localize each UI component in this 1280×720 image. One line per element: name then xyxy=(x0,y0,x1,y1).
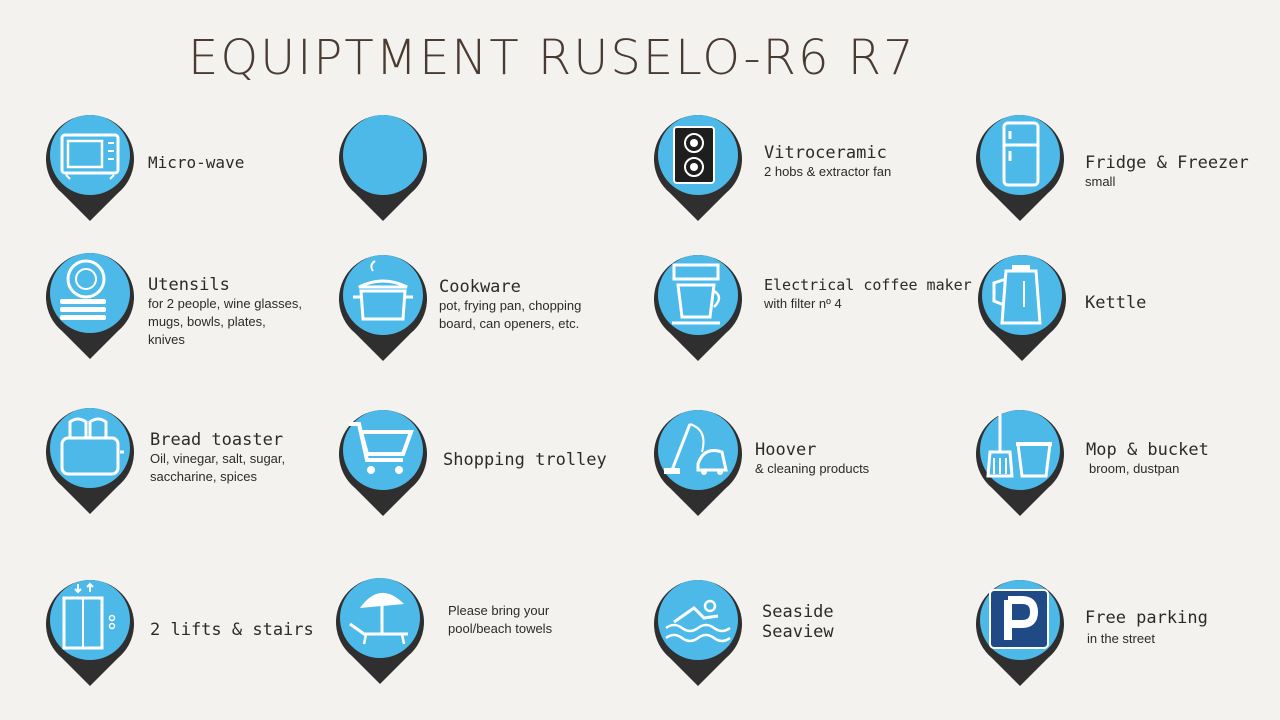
microwave-icon xyxy=(40,105,140,225)
amenity-detail: 2 hobs & extractor fan xyxy=(764,164,892,179)
vacuum-cleaner-icon xyxy=(648,400,748,520)
amenity-heading: 2 lifts & stairs xyxy=(150,620,314,640)
amenity-microwave: Micro-wave xyxy=(40,105,340,235)
amenity-vitroceramic: Vitroceramic 2 hobs & extractor fan xyxy=(648,105,948,235)
amenity-heading: Micro-wave xyxy=(148,153,245,172)
mop-bucket-icon xyxy=(970,400,1070,520)
amenity-heading: Utensils xyxy=(148,275,230,295)
amenity-detail: saccharine, spices xyxy=(150,469,257,484)
beach-umbrella-icon xyxy=(330,568,430,688)
dishes-icon xyxy=(40,243,140,363)
elevator-icon xyxy=(40,570,140,690)
amenity-detail: pot, frying pan, chopping xyxy=(439,298,582,313)
amenity-trolley: Shopping trolley xyxy=(333,400,633,530)
amenity-heading: Hoover xyxy=(755,440,817,460)
amenity-detail: Oil, vinegar, salt, sugar, xyxy=(150,451,286,466)
page-title: EQUIPTMENT RUSELO-R6 R7 xyxy=(188,30,916,86)
amenity-heading: Vitroceramic xyxy=(764,143,887,163)
amenity-lifts: 2 lifts & stairs xyxy=(40,570,340,700)
amenity-heading: Bread toaster xyxy=(150,430,284,450)
amenity-heading: Seaside xyxy=(762,602,834,622)
parking-icon xyxy=(970,570,1070,690)
amenity-detail: with filter nº 4 xyxy=(764,296,842,311)
fridge-icon xyxy=(970,105,1070,225)
amenity-detail: in the street xyxy=(1087,631,1155,646)
blank-pin-icon xyxy=(333,105,433,225)
amenity-heading: Mop & bucket xyxy=(1086,440,1209,460)
amenity-cookware: Cookware pot, frying pan, chopping board… xyxy=(333,245,633,375)
amenity-detail: board, can openers, etc. xyxy=(439,316,580,331)
amenity-detail: mugs, bowls, plates, xyxy=(148,314,266,329)
toaster-icon xyxy=(40,398,140,518)
amenity-seaside: Seaside Seaview xyxy=(648,570,948,700)
amenity-heading: Kettle xyxy=(1085,293,1147,313)
amenity-detail: broom, dustpan xyxy=(1089,461,1180,476)
amenity-fridge: Fridge & Freezer small xyxy=(970,105,1270,235)
amenity-towels: Please bring your pool/beach towels xyxy=(330,568,630,698)
amenity-detail: for 2 people, wine glasses, xyxy=(148,296,302,311)
amenity-mop: Mop & bucket broom, dustpan xyxy=(970,400,1270,530)
amenity-heading: Electrical coffee maker xyxy=(764,276,972,294)
cooktop-icon xyxy=(648,105,748,225)
amenity-detail: small xyxy=(1085,174,1116,189)
amenity-detail: Please bring your xyxy=(448,603,550,618)
amenity-parking: Free parking in the street xyxy=(970,570,1270,700)
amenity-heading: Cookware xyxy=(439,277,521,297)
cooking-pot-icon xyxy=(333,245,433,365)
amenity-blank xyxy=(333,105,633,235)
amenity-heading: Fridge & Freezer xyxy=(1085,153,1249,173)
amenity-hoover: Hoover & cleaning products xyxy=(648,400,948,530)
amenity-heading: Free parking xyxy=(1085,608,1208,628)
swimming-icon xyxy=(648,570,748,690)
amenity-heading: Shopping trolley xyxy=(443,450,607,470)
amenity-utensils: Utensils for 2 people, wine glasses, mug… xyxy=(40,243,340,373)
amenity-toaster: Bread toaster Oil, vinegar, salt, sugar,… xyxy=(40,398,340,528)
shopping-cart-icon xyxy=(333,400,433,520)
kettle-icon xyxy=(972,245,1072,365)
amenity-kettle: Kettle xyxy=(972,245,1272,375)
amenity-detail: pool/beach towels xyxy=(448,621,553,636)
coffee-maker-icon xyxy=(648,245,748,365)
amenity-detail: knives xyxy=(148,332,185,347)
amenity-heading-secondary: Seaview xyxy=(762,622,834,642)
amenity-coffee-maker: Electrical coffee maker with filter nº 4 xyxy=(648,245,972,375)
amenity-detail: & cleaning products xyxy=(755,461,870,476)
